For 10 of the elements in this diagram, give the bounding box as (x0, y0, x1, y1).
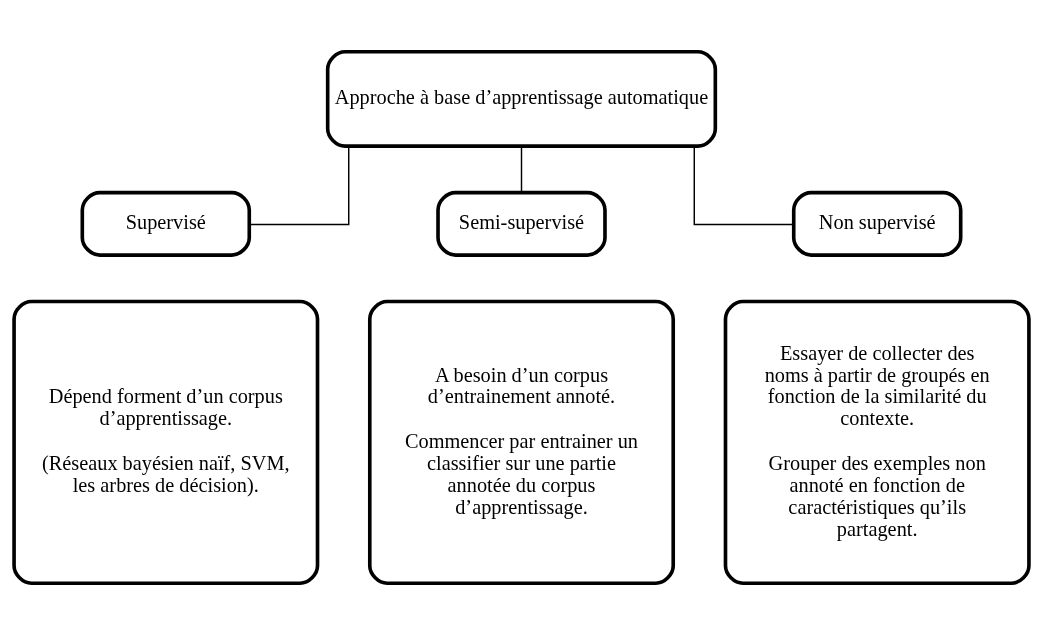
node-box: Dépend forment d’un corpus d’apprentissage. (Réseaux bayésien naïf, SVM, les arbres de décision). (12, 299, 320, 585)
node-box: A besoin d’un corpus d’entrainement annoté. Commencer par entrainer un classifier sur une partie annotée du corpus d’apprentissage. (367, 299, 676, 585)
node-box: Non supervisé (791, 190, 963, 257)
node-box: Essayer de collecter des noms à partir de groupés en fonction de la similarité du contexte. Grouper des exemples non annoté en fonction de caractéristiques qu’ils partagent. (723, 299, 1031, 585)
node-box: Supervisé (80, 190, 252, 257)
node-box: Semi-supervisé (436, 190, 607, 257)
connector (693, 145, 794, 226)
node-box: Approche à base d’apprentissage automatique (325, 50, 718, 148)
connector (249, 145, 350, 226)
connector (520, 145, 523, 194)
